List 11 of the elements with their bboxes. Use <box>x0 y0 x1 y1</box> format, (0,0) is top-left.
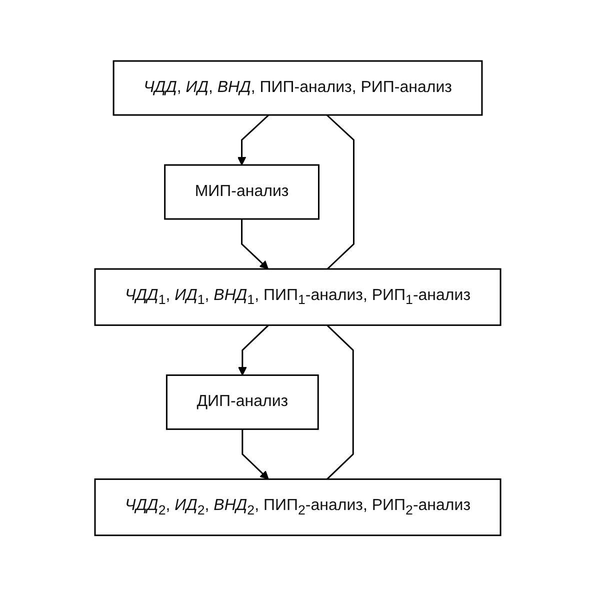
connector <box>326 114 354 270</box>
arrow <box>237 114 269 166</box>
node-box: ЧДД, ИД, ВНД, ПИП-анализ, РИП-анализ <box>112 60 482 116</box>
node-box: ЧДД$_{1}$, ИД$_{1}$, ВНД$_{1}$, ПИП$_{1}$-анализ, РИП$_{1}$-анализ <box>94 268 502 326</box>
arrow <box>238 324 269 376</box>
node-box: ЧДД$_{2}$, ИД$_{2}$, ВНД$_{2}$, ПИП$_{2}$-анализ, РИП$_{2}$-анализ <box>94 478 502 536</box>
node-box: МИП-анализ <box>164 164 320 220</box>
arrow <box>240 218 268 270</box>
connector <box>326 324 354 480</box>
node-box: ДИП-анализ <box>166 374 319 430</box>
arrow <box>241 429 269 480</box>
